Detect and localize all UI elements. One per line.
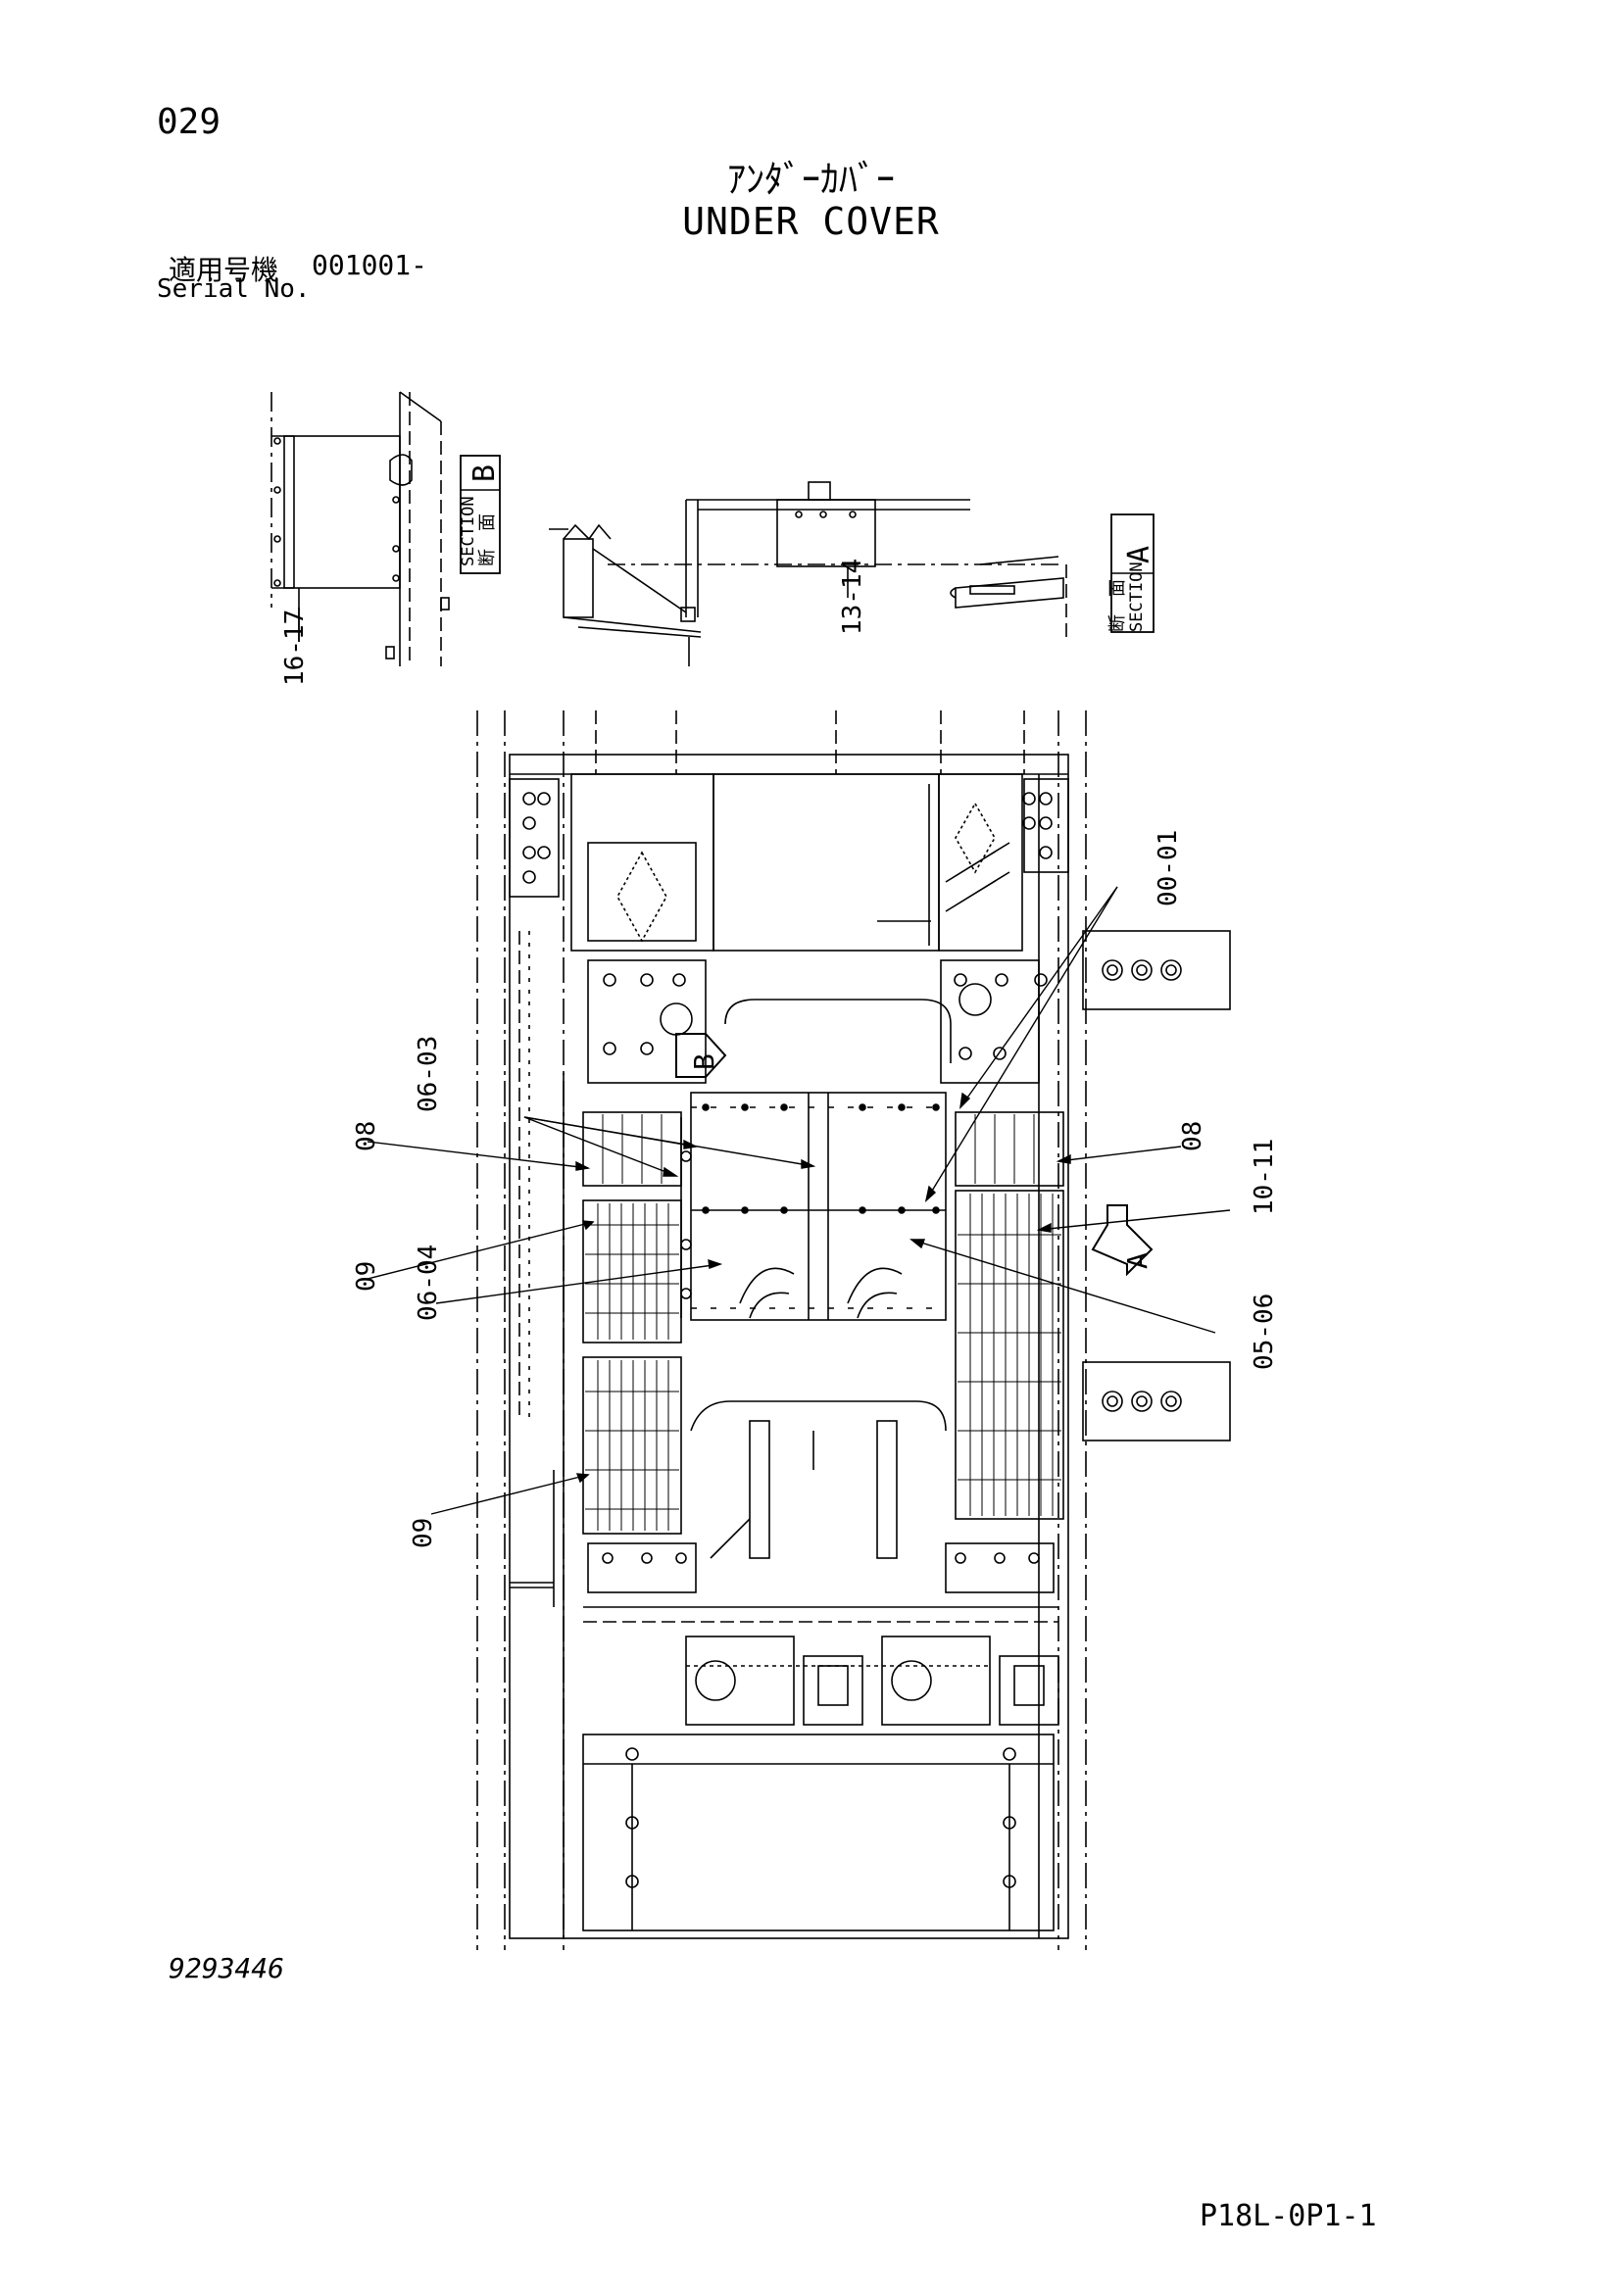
leader-lines	[367, 886, 1231, 1515]
title-english: UNDER COVER	[682, 200, 940, 243]
drive-motors	[685, 1636, 1059, 1726]
callout-16-17: 16-17	[280, 610, 310, 686]
section-a-jp: 断 面	[1107, 579, 1128, 632]
right-gratings	[955, 1111, 1064, 1520]
serial-label-english: Serial No.	[157, 274, 311, 304]
sheet-code: P18L-0P1-1	[1200, 2199, 1377, 2233]
callout-05-06: 05-06	[1250, 1294, 1279, 1370]
section-b-en: SECTION	[459, 496, 478, 566]
left-gratings	[582, 1111, 682, 1535]
main-plan-view: B A	[476, 710, 1231, 1950]
callout-10-11: 10-11	[1250, 1139, 1279, 1215]
section-a-en: SECTION	[1127, 562, 1147, 632]
section-a-detail: SECTION 断 面 A 13-14	[549, 481, 1156, 666]
callout-labels: 00-01 06-03 08 08 10-11 09 06-04 05-06 0…	[352, 830, 1279, 1548]
callout-06-03: 06-03	[414, 1036, 443, 1112]
callout-00-01: 00-01	[1154, 830, 1183, 906]
callout-06-04: 06-04	[414, 1245, 443, 1321]
callout-08-right: 08	[1178, 1121, 1207, 1151]
section-a-letter: A	[1122, 546, 1156, 563]
drawing-number: 9293446	[169, 1952, 285, 1984]
title-japanese: ｱﾝﾀﾞｰｶﾊﾞｰ	[726, 158, 895, 201]
section-b-jp: 断 面	[477, 513, 498, 566]
callout-13-14: 13-14	[838, 559, 867, 635]
section-b-detail: SECTION 断 面 B 16-17	[270, 391, 502, 686]
callout-09-upper: 09	[352, 1261, 381, 1292]
page-number: 029	[157, 102, 221, 142]
serial-value: 001001-	[312, 249, 428, 281]
serial-label-japanese: 適用号機	[169, 254, 279, 286]
view-marker-a: A	[1121, 1252, 1154, 1269]
callout-08-left: 08	[352, 1121, 381, 1151]
section-b-letter: B	[467, 464, 502, 482]
view-marker-b: B	[688, 1053, 720, 1070]
callout-09-lower: 09	[409, 1518, 438, 1548]
